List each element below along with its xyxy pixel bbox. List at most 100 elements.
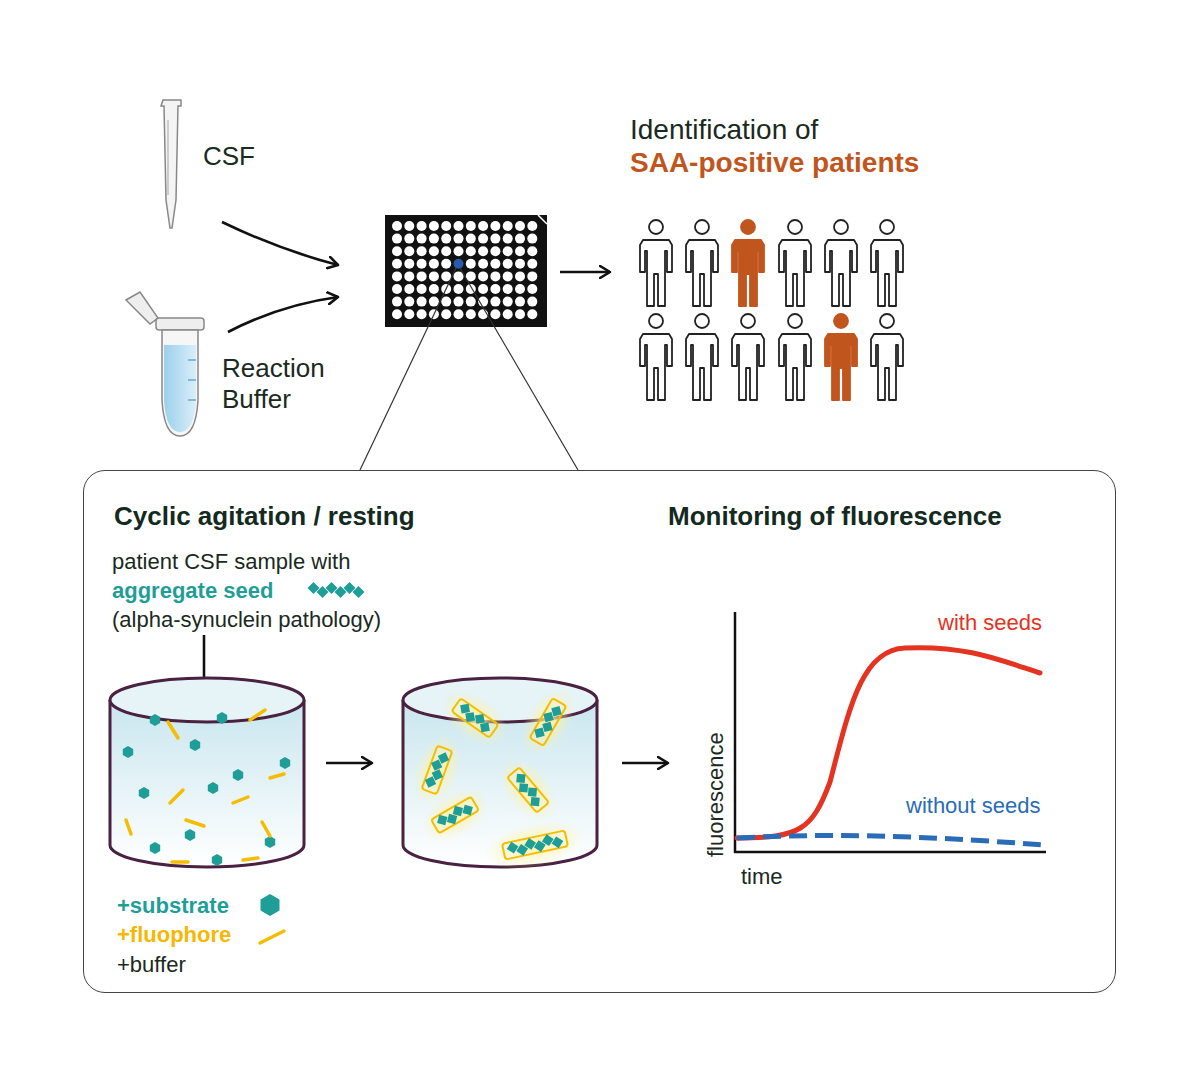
- well: [515, 271, 525, 281]
- well: [490, 234, 500, 244]
- well: [527, 221, 537, 231]
- well: [404, 221, 414, 231]
- well: [392, 221, 402, 231]
- well: [515, 246, 525, 256]
- well: [454, 271, 464, 281]
- well: [503, 246, 513, 256]
- arrow: [326, 762, 372, 765]
- well: [404, 284, 414, 294]
- fluophore: [250, 710, 265, 720]
- well: [478, 284, 488, 294]
- well: [404, 309, 414, 319]
- person: [871, 220, 903, 306]
- substrate: [261, 894, 280, 916]
- well: [454, 234, 464, 244]
- fluophore: [233, 797, 248, 803]
- well: [490, 309, 500, 319]
- substrate: [139, 787, 149, 799]
- well: [515, 309, 525, 319]
- fluophore: [126, 820, 131, 834]
- wells: [392, 221, 537, 319]
- fluophore: [262, 822, 270, 836]
- well: [527, 234, 537, 244]
- fluophore: [186, 820, 204, 826]
- substrate: [190, 739, 200, 751]
- fluophore: [172, 860, 188, 864]
- well: [478, 259, 488, 269]
- well: [490, 246, 500, 256]
- axis-label: fluorescence: [703, 732, 729, 857]
- well: [478, 221, 488, 231]
- well: [392, 271, 402, 281]
- well: [503, 309, 513, 319]
- pipette: [161, 100, 181, 228]
- well: [417, 221, 427, 231]
- substrate: [212, 854, 222, 866]
- well: [404, 297, 414, 307]
- well: [527, 259, 537, 269]
- fluophore: [243, 858, 258, 860]
- section-heading: Cyclic agitation / resting: [114, 501, 415, 532]
- well: [466, 297, 476, 307]
- well: [478, 246, 488, 256]
- person: [871, 314, 903, 400]
- label: CSF: [203, 141, 255, 172]
- label: (alpha-synuclein pathology): [112, 607, 381, 633]
- label: aggregate seed: [112, 578, 273, 604]
- well: [503, 234, 513, 244]
- well: [490, 271, 500, 281]
- well: [454, 259, 464, 269]
- seed: [308, 582, 365, 598]
- arrow: [622, 762, 668, 765]
- well: [503, 284, 513, 294]
- person: [732, 314, 764, 400]
- well: [503, 221, 513, 231]
- well: [515, 221, 525, 231]
- reaction-well: [403, 678, 597, 877]
- well: [466, 246, 476, 256]
- well: [478, 234, 488, 244]
- well: [527, 284, 537, 294]
- fluophore: [270, 774, 284, 778]
- well: [490, 259, 500, 269]
- substrate: [185, 829, 195, 841]
- seed: [487, 748, 568, 833]
- well: [466, 234, 476, 244]
- well: [429, 284, 439, 294]
- well: [454, 297, 464, 307]
- well: [404, 259, 414, 269]
- well: [490, 284, 500, 294]
- well: [441, 234, 451, 244]
- substrate: [265, 836, 275, 848]
- well: [454, 309, 464, 319]
- chart: [734, 612, 1046, 853]
- arrow: [228, 297, 338, 332]
- well: [515, 259, 525, 269]
- person: [825, 314, 857, 400]
- person: [779, 220, 811, 306]
- well: [441, 297, 451, 307]
- section-heading: Monitoring of fluorescence: [668, 501, 1002, 532]
- well: [527, 309, 537, 319]
- well: [392, 259, 402, 269]
- well: [404, 271, 414, 281]
- person: [686, 220, 718, 306]
- well: [454, 284, 464, 294]
- well: [392, 309, 402, 319]
- well: [515, 297, 525, 307]
- well: [417, 309, 427, 319]
- panel-box: Cyclic agitation / resting Monitoring of …: [83, 470, 1116, 993]
- well: [429, 297, 439, 307]
- label: patient CSF sample with: [112, 549, 350, 575]
- arrow: [222, 222, 338, 265]
- axis-label: time: [741, 864, 783, 890]
- tube: [126, 292, 204, 436]
- substrate: [280, 757, 290, 769]
- well: [503, 297, 513, 307]
- leader-line: [360, 268, 456, 470]
- well: [417, 234, 427, 244]
- well: [466, 309, 476, 319]
- well: [441, 259, 451, 269]
- well: [478, 271, 488, 281]
- well: [429, 246, 439, 256]
